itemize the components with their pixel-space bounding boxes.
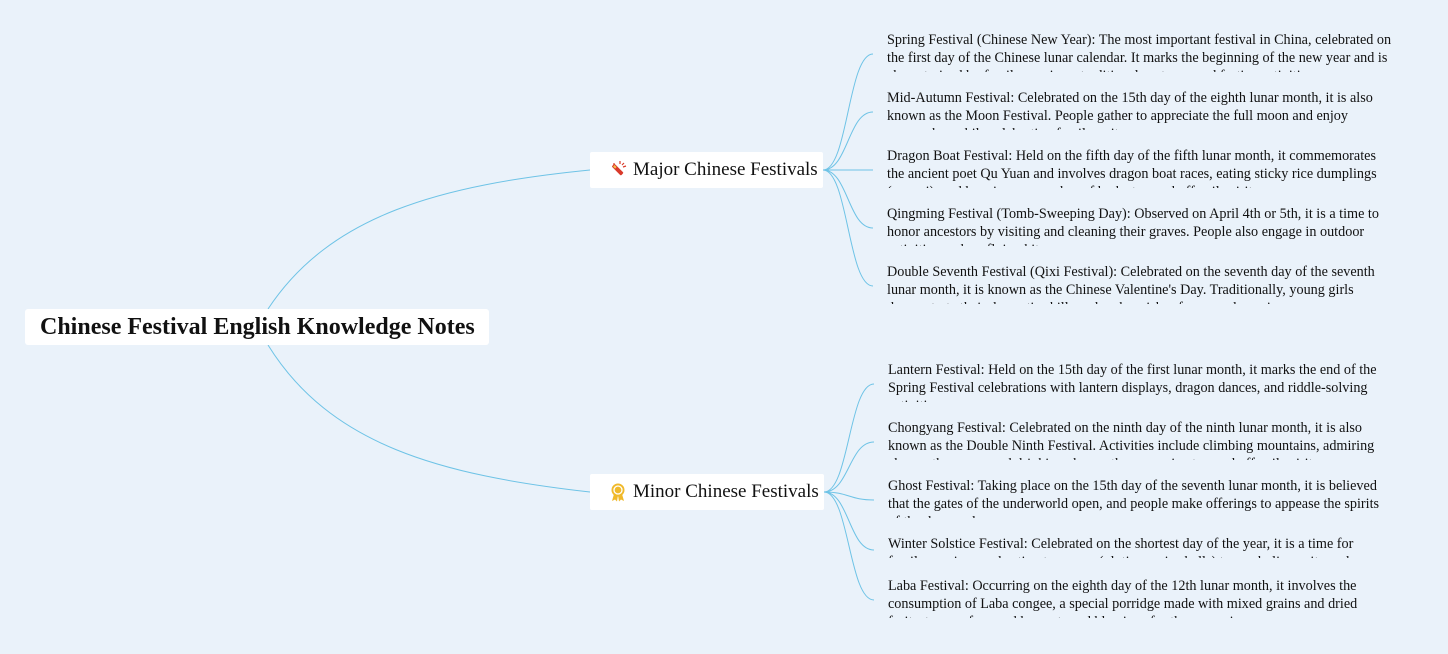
leaf-mid-autumn-festival[interactable]: Mid-Autumn Festival: Celebrated on the 1… xyxy=(887,90,1373,130)
leaf-dragon-boat-festival[interactable]: Dragon Boat Festival: Held on the fifth … xyxy=(887,148,1377,188)
leaf-laba-festival[interactable]: Laba Festival: Occurring on the eighth d… xyxy=(888,578,1358,618)
leaf-ghost-festival[interactable]: Ghost Festival: Taking place on the 15th… xyxy=(888,478,1380,518)
leaf-lantern-festival[interactable]: Lantern Festival: Held on the 15th day o… xyxy=(888,362,1377,402)
connector-minor-leaf-2 xyxy=(823,441,875,493)
medal-icon xyxy=(608,482,628,502)
branch-minor-festivals[interactable]: Minor Chinese Festivals xyxy=(590,474,824,510)
branch-label: Major Chinese Festivals xyxy=(633,159,818,180)
connector-root-minor xyxy=(267,344,591,493)
connector-major-leaf-2 xyxy=(822,111,874,171)
connector-minor-leaf-5 xyxy=(823,491,875,601)
leaf-spring-festival[interactable]: Spring Festival (Chinese New Year): The … xyxy=(887,32,1392,72)
root-topic[interactable]: Chinese Festival English Knowledge Notes xyxy=(25,309,489,345)
leaf-chongyang-festival[interactable]: Chongyang Festival: Celebrated on the ni… xyxy=(888,420,1375,460)
leaf-double-seventh-festival[interactable]: Double Seventh Festival (Qixi Festival):… xyxy=(887,264,1375,304)
connector-major-leaf-4 xyxy=(822,169,874,229)
connector-minor-leaf-1 xyxy=(823,383,875,493)
branch-major-festivals[interactable]: Major Chinese Festivals xyxy=(590,152,823,188)
leaf-winter-solstice-festival[interactable]: Winter Solstice Festival: Celebrated on … xyxy=(888,536,1354,558)
connector-root-major xyxy=(267,169,591,310)
connector-major-leaf-5 xyxy=(822,169,874,287)
connector-minor-leaf-4 xyxy=(823,491,875,551)
firecracker-icon xyxy=(608,160,628,180)
connector-minor-leaf-3 xyxy=(823,491,875,501)
root-title: Chinese Festival English Knowledge Notes xyxy=(40,313,475,340)
leaf-qingming-festival[interactable]: Qingming Festival (Tomb-Sweeping Day): O… xyxy=(887,206,1379,246)
connector-major-leaf-1 xyxy=(822,53,874,171)
branch-label: Minor Chinese Festivals xyxy=(633,481,819,502)
